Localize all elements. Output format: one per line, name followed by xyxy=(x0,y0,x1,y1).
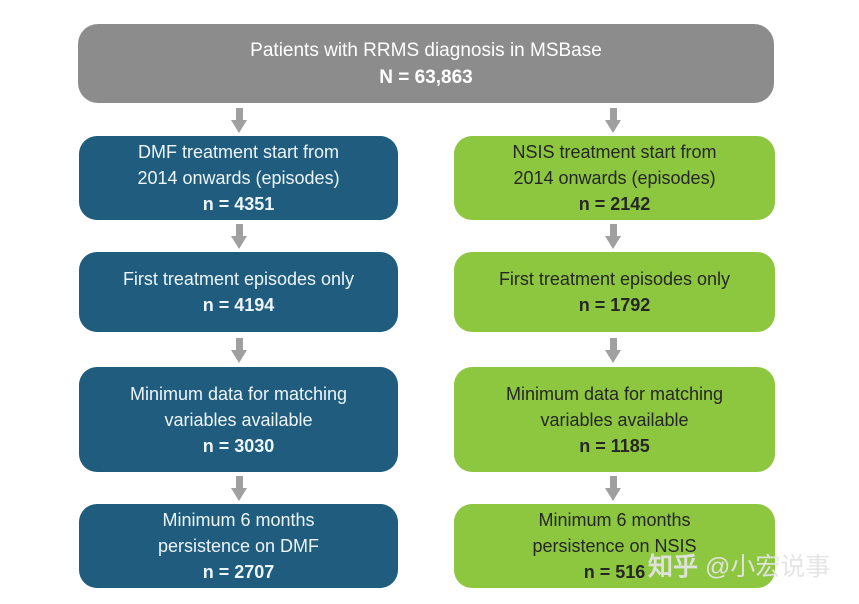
box-count: n = 516 xyxy=(583,562,646,582)
nsis-box-first-episodes: First treatment episodes only n = 1792 xyxy=(454,252,775,332)
arrow-head-icon xyxy=(231,350,247,363)
box-text-line: NSIS treatment start from xyxy=(512,142,717,162)
arrow-stem xyxy=(609,338,617,350)
zhihu-watermark-handle: @小宏说事 xyxy=(698,553,831,581)
arrow-stem xyxy=(609,108,617,120)
box-text-line: First treatment episodes only xyxy=(122,269,355,289)
root-box-rrms-msbase: Patients with RRMS diagnosis in MSBase N… xyxy=(78,24,774,103)
arrow-head-icon xyxy=(231,488,247,501)
arrow-stem xyxy=(235,108,243,120)
arrow-root-to-nsis xyxy=(605,108,621,133)
zhihu-watermark: 知乎 @小宏说事 xyxy=(648,552,830,582)
box-text-line: Minimum 6 months xyxy=(162,510,315,530)
nsis-box-matching-data: Minimum data for matching variables avai… xyxy=(454,367,775,472)
box-text-line: 2014 onwards (episodes) xyxy=(513,168,716,188)
dmf-box-first-episodes: First treatment episodes only n = 4194 xyxy=(79,252,398,332)
box-text-line: variables available xyxy=(164,409,313,430)
box-count: n = 2142 xyxy=(578,194,651,214)
arrow-head-icon xyxy=(231,120,247,133)
box-text-line: Minimum 6 months xyxy=(538,510,691,530)
box-count: n = 1792 xyxy=(578,295,651,315)
arrow-head-icon xyxy=(231,236,247,249)
arrow-stem xyxy=(235,476,243,488)
arrow-head-icon xyxy=(605,488,621,501)
arrow-root-to-dmf xyxy=(231,108,247,133)
root-box-count: N = 63,863 xyxy=(379,66,473,88)
arrow-dmf-2-3 xyxy=(231,338,247,363)
arrow-head-icon xyxy=(605,350,621,363)
box-text-line: persistence on NSIS xyxy=(532,536,697,556)
arrow-dmf-1-2 xyxy=(231,224,247,249)
box-count: n = 4351 xyxy=(202,194,275,214)
arrow-dmf-3-4 xyxy=(231,476,247,501)
box-count: n = 4194 xyxy=(202,295,275,315)
arrow-stem xyxy=(609,224,617,236)
arrow-stem xyxy=(235,338,243,350)
box-text-line: 2014 onwards (episodes) xyxy=(137,168,340,188)
dmf-box-persistence: Minimum 6 months persistence on DMF n = … xyxy=(79,504,398,588)
arrow-nsis-2-3 xyxy=(605,338,621,363)
zhihu-watermark-brand: 知乎 xyxy=(648,553,699,581)
box-count: n = 3030 xyxy=(202,435,275,456)
box-text-line: persistence on DMF xyxy=(157,536,320,556)
box-count: n = 1185 xyxy=(579,435,650,456)
arrow-head-icon xyxy=(605,120,621,133)
nsis-box-persistence: Minimum 6 months persistence on NSIS n =… xyxy=(454,504,775,588)
box-count: n = 2707 xyxy=(202,562,275,582)
arrow-stem xyxy=(235,224,243,236)
arrow-head-icon xyxy=(605,236,621,249)
nsis-box-treatment-start: NSIS treatment start from 2014 onwards (… xyxy=(454,136,775,220)
box-text-line: First treatment episodes only xyxy=(498,269,731,289)
dmf-box-matching-data: Minimum data for matching variables avai… xyxy=(79,367,398,472)
box-text-line: Minimum data for matching xyxy=(505,383,724,404)
box-text-line: Minimum data for matching xyxy=(129,383,348,404)
arrow-nsis-3-4 xyxy=(605,476,621,501)
root-box-text: Patients with RRMS diagnosis in MSBase xyxy=(250,39,602,61)
dmf-box-treatment-start: DMF treatment start from 2014 onwards (e… xyxy=(79,136,398,220)
arrow-stem xyxy=(609,476,617,488)
box-text-line: variables available xyxy=(540,409,689,430)
box-text-line: DMF treatment start from xyxy=(137,142,340,162)
arrow-nsis-1-2 xyxy=(605,224,621,249)
